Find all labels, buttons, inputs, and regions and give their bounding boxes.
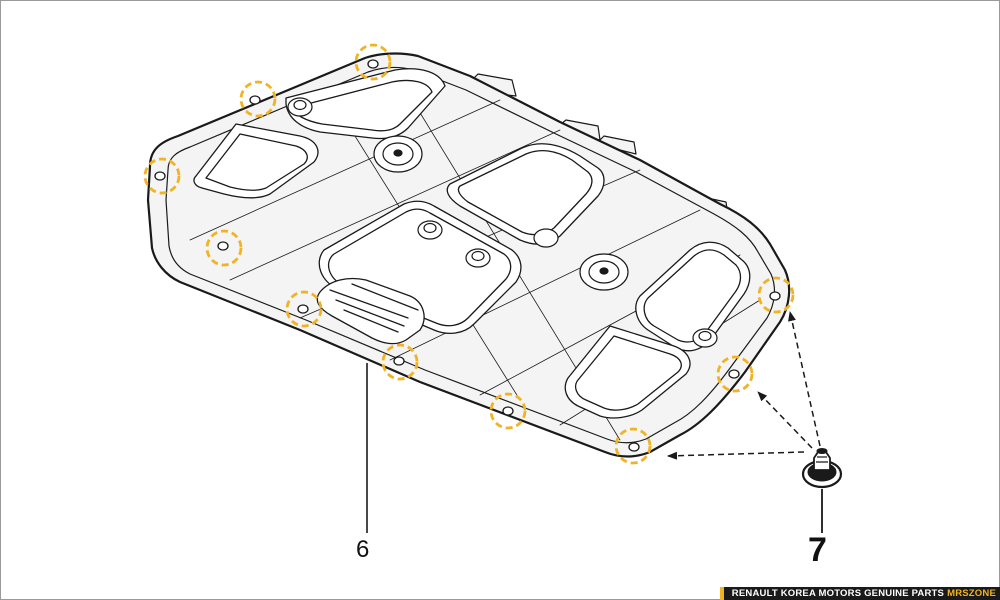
arrow-to-clip-hole — [667, 451, 805, 460]
panel-inner-rim — [165, 66, 776, 444]
arrow-to-clip-hole — [757, 391, 813, 449]
clip-highlight — [354, 43, 392, 81]
banner-text: RENAULT KOREA MOTORS GENUINE PARTS — [731, 588, 945, 599]
panel-clip-holes — [154, 59, 781, 452]
arrow-to-clip-hole — [788, 311, 821, 447]
clip-highlight — [381, 343, 419, 381]
clip-highlight — [285, 290, 323, 328]
panel-center-recess — [316, 277, 425, 345]
clip-highlight — [205, 229, 243, 267]
clip-highlight — [239, 80, 277, 118]
clip-highlight — [757, 276, 795, 314]
clip-part-7 — [801, 448, 843, 489]
part-number-6: 6 — [356, 536, 370, 563]
installation-arrows — [667, 311, 821, 460]
part-number-7: 7 — [808, 531, 827, 569]
clip-highlight-circles — [143, 43, 795, 465]
panel-studs — [287, 97, 718, 348]
clip-highlight — [489, 392, 527, 430]
clip-highlight — [716, 355, 754, 393]
clip-highlight — [143, 157, 181, 195]
hood-insulator-panel — [146, 52, 791, 458]
clip-highlight — [614, 427, 652, 465]
banner-brand: MRSZONE — [947, 588, 996, 599]
